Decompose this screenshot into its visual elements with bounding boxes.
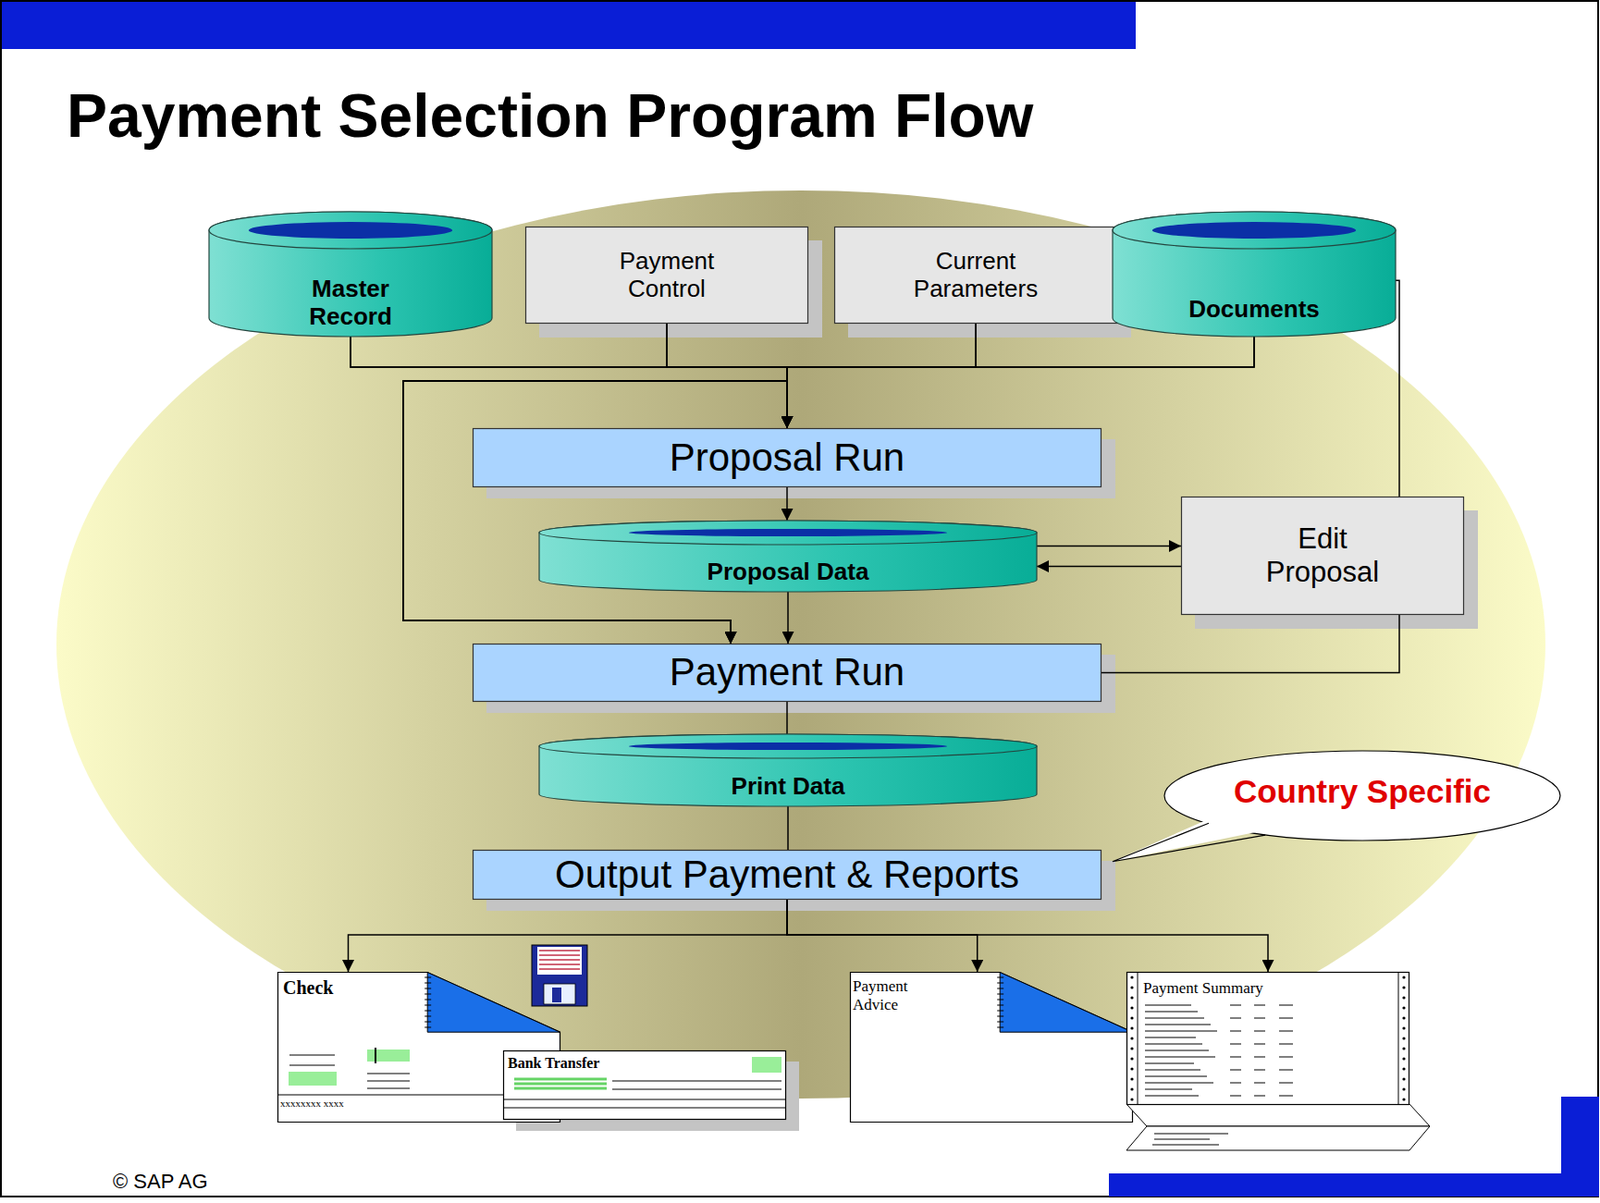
callout-bubble: Country Specific [1163, 750, 1562, 842]
floppy-shutter [543, 984, 576, 1005]
fold-coil [996, 977, 1004, 1028]
flow-connector [348, 899, 788, 973]
page-fold [427, 972, 560, 1034]
fanfold-sheets [1126, 1104, 1430, 1151]
corner-bar [1108, 1173, 1600, 1197]
page-outline [850, 972, 1133, 1123]
flow-connector [350, 336, 788, 429]
flow-connector [1036, 566, 1182, 568]
floppy-body [531, 945, 588, 1007]
header-bar [0, 0, 1136, 50]
cylinder-opening [248, 221, 453, 239]
data-store-disc: Print Data [539, 734, 1037, 807]
cylinder-body [1112, 211, 1396, 337]
floppy-label-lines [539, 950, 580, 970]
node-text: Print Data [731, 773, 846, 801]
cylinder-opening [628, 742, 948, 751]
fold-coil [424, 977, 431, 1028]
node-text: Master Record [276, 275, 425, 332]
copyright-note: © SAP AG [112, 1169, 209, 1194]
page-outline [1127, 972, 1410, 1106]
floppy-label [537, 947, 582, 975]
node-text: Edit Proposal [1253, 522, 1392, 589]
step-band: Output Payment & Reports [472, 849, 1102, 900]
data-store-disc: Proposal Data [539, 520, 1037, 592]
edge-group [348, 280, 1401, 973]
flow-connector [666, 323, 788, 429]
flow-connector [787, 591, 789, 644]
flow-connector [787, 899, 1268, 973]
node-text: Payment Advice [852, 977, 920, 1014]
box-outline [835, 227, 1118, 324]
flow-connector [787, 806, 789, 850]
step-band: Payment Run [472, 643, 1102, 702]
floppy-disk-icon [531, 945, 588, 1007]
node-text: Documents [1188, 295, 1320, 324]
cylinder-top [1112, 211, 1396, 249]
ground-ellipse [56, 190, 1546, 1099]
box-outline [1181, 497, 1465, 616]
cylinder-top [539, 520, 1037, 545]
database-cylinder: Master Record [209, 211, 493, 337]
process-box: Payment Control [525, 226, 809, 324]
corner-bar [1561, 1096, 1600, 1176]
node-text: Proposal Run [669, 435, 905, 480]
shape-outline [1126, 972, 1410, 1153]
flow-connector [350, 336, 788, 644]
flow-connector [787, 336, 1255, 429]
advice-document: Payment Advice [849, 972, 1133, 1123]
node-text: Check [283, 977, 333, 999]
process-box: Edit Proposal [1181, 496, 1465, 616]
node-text: Proposal Data [707, 558, 870, 587]
form-outline [504, 1051, 787, 1120]
cylinder-body [209, 211, 493, 337]
flow-connector [1036, 545, 1182, 548]
node-text: Current Parameters [892, 247, 1059, 304]
floppy-window [552, 987, 562, 1003]
cylinder-body [539, 734, 1037, 807]
cylinder-opening [1152, 221, 1356, 239]
printout-report: Payment Summary [1126, 972, 1410, 1153]
cylinder-opening [628, 529, 948, 537]
node-text: Country Specific [1233, 773, 1491, 811]
callout-tail-fill [1112, 818, 1265, 862]
band-outline [473, 850, 1102, 900]
process-box: Current Parameters [834, 226, 1118, 324]
bank-transfer-form: Bank Transfer [503, 1050, 787, 1120]
flow-connector [787, 899, 978, 973]
node-text: Bank Transfer [507, 1055, 600, 1072]
callout-tail [1112, 823, 1266, 862]
node-text: Payment Control [592, 247, 741, 304]
check-amount-line: xxxxxxxx xxxx [280, 1097, 345, 1110]
flow-connector [786, 487, 788, 521]
node-text: Payment Summary [1143, 979, 1264, 998]
printout-details [1130, 972, 1405, 1105]
step-band: Proposal Run [472, 428, 1102, 488]
flow-connector [786, 701, 788, 735]
cylinder-top [539, 734, 1037, 759]
cylinder-body [539, 520, 1037, 592]
database-cylinder: Documents [1112, 211, 1396, 337]
node-text: Payment Run [669, 650, 905, 695]
diagram-title: Payment Selection Program Flow [66, 81, 1034, 152]
node-text: Output Payment & Reports [554, 852, 1020, 898]
cylinder-top [209, 211, 493, 249]
band-outline [473, 644, 1102, 702]
flow-connector [403, 336, 1255, 644]
page-fold [999, 972, 1133, 1034]
band-outline [473, 429, 1102, 488]
box-outline [526, 227, 809, 324]
flow-connector [787, 323, 976, 429]
